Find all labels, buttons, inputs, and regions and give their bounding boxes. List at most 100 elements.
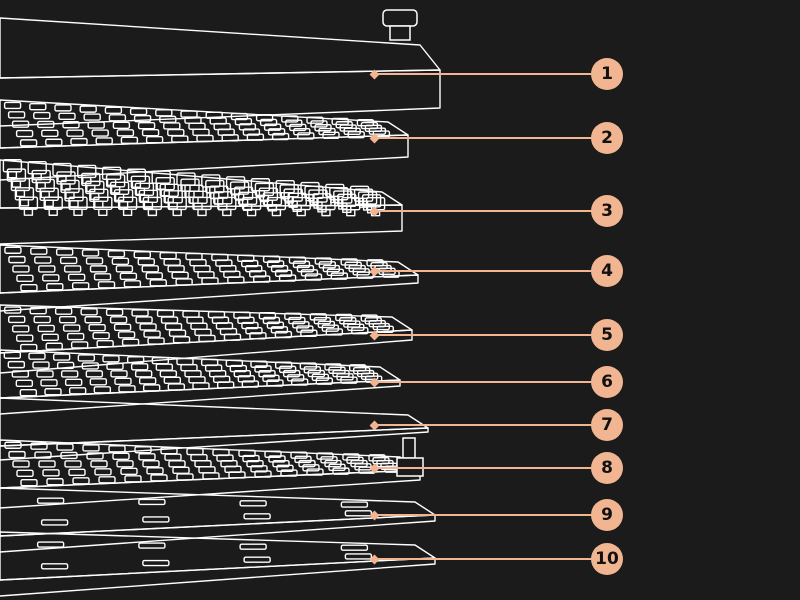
stabilizers-plate-element xyxy=(241,259,259,268)
keycaps-element xyxy=(141,128,160,137)
switch-plate-element xyxy=(300,329,318,337)
main-pcb-element xyxy=(332,467,350,475)
keycaps-element xyxy=(104,106,123,115)
callout-badge-2: 2 xyxy=(591,122,623,154)
stabilizers-plate-element xyxy=(278,274,297,282)
keycaps-element xyxy=(310,120,328,128)
pcb-element xyxy=(216,381,235,389)
callout-badge-8: 8 xyxy=(591,452,623,484)
switches-stem xyxy=(139,194,150,203)
main-pcb-element xyxy=(42,469,60,477)
stabilizers-plate-element xyxy=(253,275,271,283)
switch-plate-element xyxy=(139,323,157,331)
callout-leader-line xyxy=(376,270,592,272)
switch-plate-element xyxy=(274,330,293,339)
stabilizers-plate-element xyxy=(85,257,104,265)
stabilizers-plate-element xyxy=(296,264,315,273)
callout-badge-7: 7 xyxy=(591,409,623,441)
pcb-element xyxy=(241,380,260,388)
bottom-foam-top-face xyxy=(0,487,436,537)
stabilizers-plate-element xyxy=(63,265,82,273)
switches-stem xyxy=(197,208,207,217)
switch-plate-element xyxy=(84,316,102,324)
main-pcb-element xyxy=(94,468,112,476)
pcb-element xyxy=(110,370,128,378)
stabilizers-plate-element xyxy=(115,265,134,273)
stabilizers-plate-element xyxy=(201,277,219,285)
switch-plate-element xyxy=(33,315,51,324)
pcb-element xyxy=(36,370,54,378)
pcb-element xyxy=(180,363,198,372)
keycaps-element xyxy=(15,129,34,138)
pcb-element xyxy=(282,369,301,378)
pcb-element xyxy=(225,359,244,368)
stabilizers-plate-element xyxy=(111,257,130,266)
switch-plate-element xyxy=(270,326,289,334)
keycaps-element xyxy=(33,111,51,120)
callout-badge-1: 1 xyxy=(591,58,623,90)
switch-plate-element xyxy=(325,328,344,336)
bottom-case-top-face xyxy=(0,531,436,581)
pcb-element xyxy=(258,369,276,378)
pcb-element xyxy=(184,370,202,378)
pcb-element xyxy=(114,377,132,386)
keycaps-element xyxy=(281,115,299,123)
switch-plate xyxy=(0,304,413,374)
volume-knob xyxy=(382,9,418,27)
switch-plate-element xyxy=(16,334,34,342)
pcb-element xyxy=(142,384,161,392)
switch-plate-element xyxy=(80,308,98,316)
switch-plate-element xyxy=(45,342,63,350)
pcb-element xyxy=(56,361,75,370)
stabilizers-plate-element xyxy=(270,264,289,273)
keycaps-element xyxy=(196,134,214,143)
keycaps-element xyxy=(297,132,315,140)
keycaps-element xyxy=(246,133,265,141)
switch-plate-element xyxy=(296,325,314,333)
keycaps-element xyxy=(91,129,109,137)
main-pcb-element xyxy=(194,460,212,468)
callout-leader-line xyxy=(376,424,592,426)
stabilizers-plate-element xyxy=(71,282,90,290)
switches-stem xyxy=(69,200,79,208)
bottom-foam-element xyxy=(344,510,373,517)
switch-plate-element xyxy=(182,310,200,318)
keycaps-element xyxy=(45,138,63,146)
stabilizers-plate-element xyxy=(67,273,86,282)
pcb-element xyxy=(163,376,182,385)
rotary-encoder-shaft xyxy=(402,437,416,459)
callout-leader-line xyxy=(376,558,592,560)
switch-plate-element xyxy=(92,331,110,340)
switches-element xyxy=(275,179,295,194)
switch-plate-element xyxy=(143,330,161,338)
foam-sheet xyxy=(0,397,429,461)
main-pcb-element xyxy=(56,443,74,451)
pcb-element xyxy=(118,385,136,393)
keycaps-element xyxy=(293,127,311,136)
main-pcb-element xyxy=(90,460,108,468)
switch-plate-element xyxy=(131,309,149,317)
stabilizers-plate-element xyxy=(159,251,177,260)
keycaps-element xyxy=(167,128,185,137)
main-pcb-element xyxy=(12,460,30,468)
keycaps-element xyxy=(29,102,47,111)
bottom-case-element xyxy=(138,542,166,549)
switch-plate-element xyxy=(376,325,394,334)
pcb-element xyxy=(134,370,153,378)
main-pcb-element xyxy=(190,453,208,462)
bottom-foam-element xyxy=(138,498,166,506)
main-pcb-element xyxy=(264,450,282,458)
switch-plate-element xyxy=(121,338,140,347)
switches-stem xyxy=(246,208,257,217)
keycaps-element xyxy=(242,128,261,136)
knob-base xyxy=(389,25,411,41)
switch-plate-element xyxy=(198,334,216,343)
pcb-element xyxy=(93,386,112,394)
stabilizers-plate-element xyxy=(107,250,126,258)
stabilizers-plate-element xyxy=(292,260,311,269)
main-pcb-element xyxy=(64,460,82,468)
pcb-element xyxy=(237,375,256,383)
main-pcb-element xyxy=(68,468,86,477)
main-pcb-element xyxy=(8,450,26,459)
bottom-foam xyxy=(0,487,436,553)
